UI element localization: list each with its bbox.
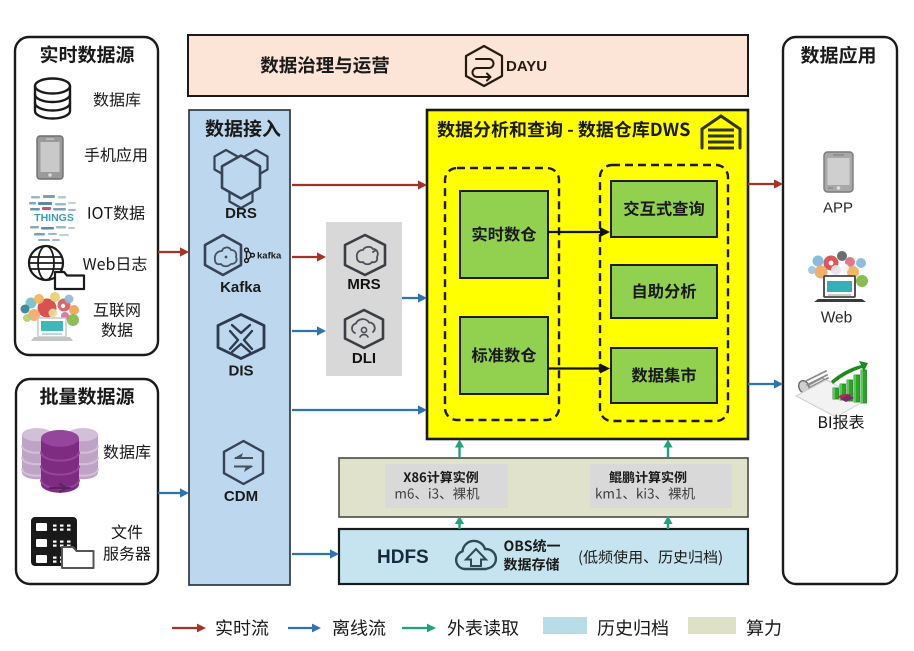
svg-text:APP: APP <box>823 200 853 217</box>
svg-text:THINGS: THINGS <box>34 212 74 224</box>
svg-text:DLI: DLI <box>352 350 376 367</box>
svg-text:DRS: DRS <box>225 205 257 222</box>
svg-text:MRS: MRS <box>347 276 380 293</box>
svg-text:HDFS: HDFS <box>377 547 429 568</box>
svg-text:kafka: kafka <box>257 251 282 262</box>
svg-text:DAYU: DAYU <box>506 58 547 75</box>
svg-text:Web: Web <box>821 310 853 327</box>
svg-text:DIS: DIS <box>228 363 253 380</box>
svg-text:Kafka: Kafka <box>220 279 262 296</box>
svg-text:CDM: CDM <box>224 488 258 505</box>
